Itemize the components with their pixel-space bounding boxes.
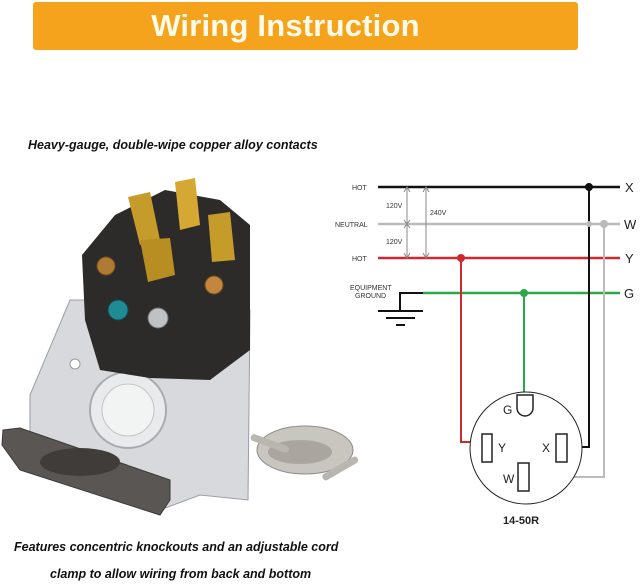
ground-symbol-icon xyxy=(378,292,423,326)
features-caption-line2: clamp to allow wiring from back and bott… xyxy=(50,567,312,581)
slot-y xyxy=(481,433,493,463)
features-caption-line1: Features concentric knockouts and an adj… xyxy=(14,540,339,554)
hot-label-top: HOT xyxy=(352,185,368,192)
contacts-caption: Heavy-gauge, double-wipe copper alloy co… xyxy=(28,138,318,152)
slot-w-label: W xyxy=(503,472,515,486)
slot-x xyxy=(555,433,568,463)
terminal-g-label: G xyxy=(624,286,634,301)
slot-y-label: Y xyxy=(498,441,506,455)
ground-label: GROUND xyxy=(355,293,386,300)
slot-x-label: X xyxy=(542,441,550,455)
page-title: Wiring Instruction xyxy=(151,8,420,43)
y-drop-wire xyxy=(460,258,482,443)
slot-g xyxy=(516,394,534,417)
hot-label-bottom: HOT xyxy=(352,256,368,263)
slot-w xyxy=(517,462,530,492)
receptacle-14-50r: G Y X W 14-50R xyxy=(469,391,583,527)
terminal-w-label: W xyxy=(624,217,637,232)
receptacle-photo xyxy=(1,178,251,516)
slot-g-label: G xyxy=(503,403,512,417)
terminal-x-label: X xyxy=(625,180,634,195)
voltage-upper-label: 120V xyxy=(386,203,403,210)
voltage-lower-label: 120V xyxy=(386,239,403,246)
voltage-total-label: 240V xyxy=(430,210,447,217)
title-banner: Wiring Instruction xyxy=(33,2,578,50)
receptacle-name: 14-50R xyxy=(503,515,539,527)
x-drop-wire xyxy=(568,187,590,448)
neutral-label: NEUTRAL xyxy=(335,222,368,229)
voltage-markers xyxy=(403,186,430,259)
cord-clamp-photo xyxy=(250,425,359,481)
terminal-y-label: Y xyxy=(625,251,634,266)
equipment-label: EQUIPMENT xyxy=(350,285,392,292)
